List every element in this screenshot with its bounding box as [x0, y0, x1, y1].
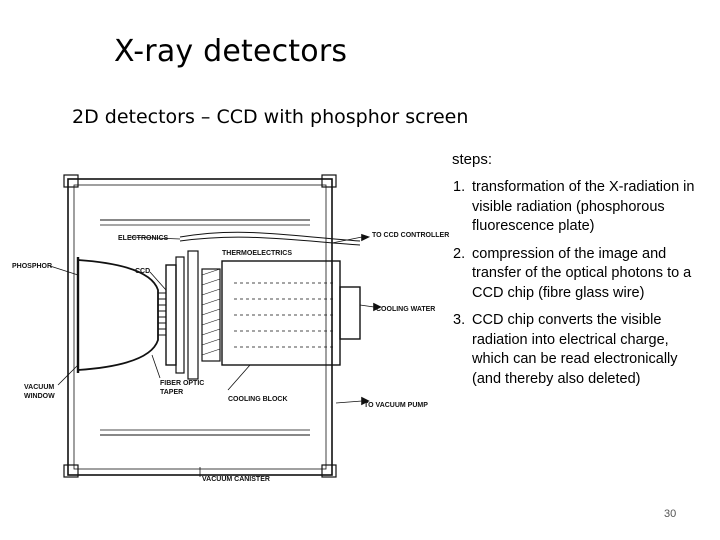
- fiber-optic-taper: [77, 259, 159, 371]
- label-vacuum: VACUUM: [24, 384, 54, 391]
- label-fiber-optic: FIBER OPTIC: [160, 380, 204, 387]
- step-number: 2.: [453, 245, 466, 262]
- list-item: 1. transformation of the X-radiation in v…: [450, 178, 702, 237]
- thermoelectric-block: [201, 268, 221, 362]
- label-to-ccd-controller: TO CCD CONTROLLER: [372, 232, 449, 239]
- ccd-chip: [165, 264, 177, 366]
- step-text: transformation of the X-radiation in vis…: [472, 179, 695, 234]
- cooling-block: [221, 260, 341, 366]
- list-item: 3. CCD chip converts the visible radiatio…: [450, 311, 702, 389]
- slide-title: X-ray detectors: [114, 34, 348, 69]
- label-phosphor: PHOSPHOR: [12, 263, 52, 270]
- label-taper: TAPER: [160, 389, 183, 396]
- label-window: WINDOW: [24, 393, 55, 400]
- ccd-detector-diagram: ELECTRONICS THERMOELECTRICS TO CCD CONTR…: [12, 174, 449, 483]
- vacuum-canister-frame: [67, 178, 333, 476]
- list-item: 2. compression of the image and transfer …: [450, 245, 702, 304]
- slide-subtitle: 2D detectors – CCD with phosphor screen: [72, 106, 469, 128]
- label-electronics: ELECTRONICS: [118, 235, 169, 242]
- label-to-vacuum-pump: TO VACUUM PUMP: [364, 402, 428, 409]
- label-thermoelectrics: THERMOELECTRICS: [222, 250, 292, 257]
- step-number: 3.: [453, 312, 466, 328]
- label-cooling-water: COOLING WATER: [376, 306, 435, 313]
- step-number: 1.: [453, 179, 466, 195]
- step-text: CCD chip converts the visible radiation …: [472, 312, 678, 387]
- cable: [179, 231, 361, 242]
- label-cooling-block: COOLING BLOCK: [228, 396, 288, 403]
- label-vacuum-canister: VACUUM CANISTER: [202, 476, 270, 483]
- steps-list: 1. transformation of the X-radiation in v…: [450, 178, 702, 397]
- cooling-water-port: [339, 286, 361, 340]
- steps-heading: steps:: [452, 151, 493, 168]
- page-number: 30: [664, 508, 677, 520]
- step-text: compression of the image and transfer of…: [472, 245, 692, 301]
- label-ccd: CCD: [135, 268, 150, 275]
